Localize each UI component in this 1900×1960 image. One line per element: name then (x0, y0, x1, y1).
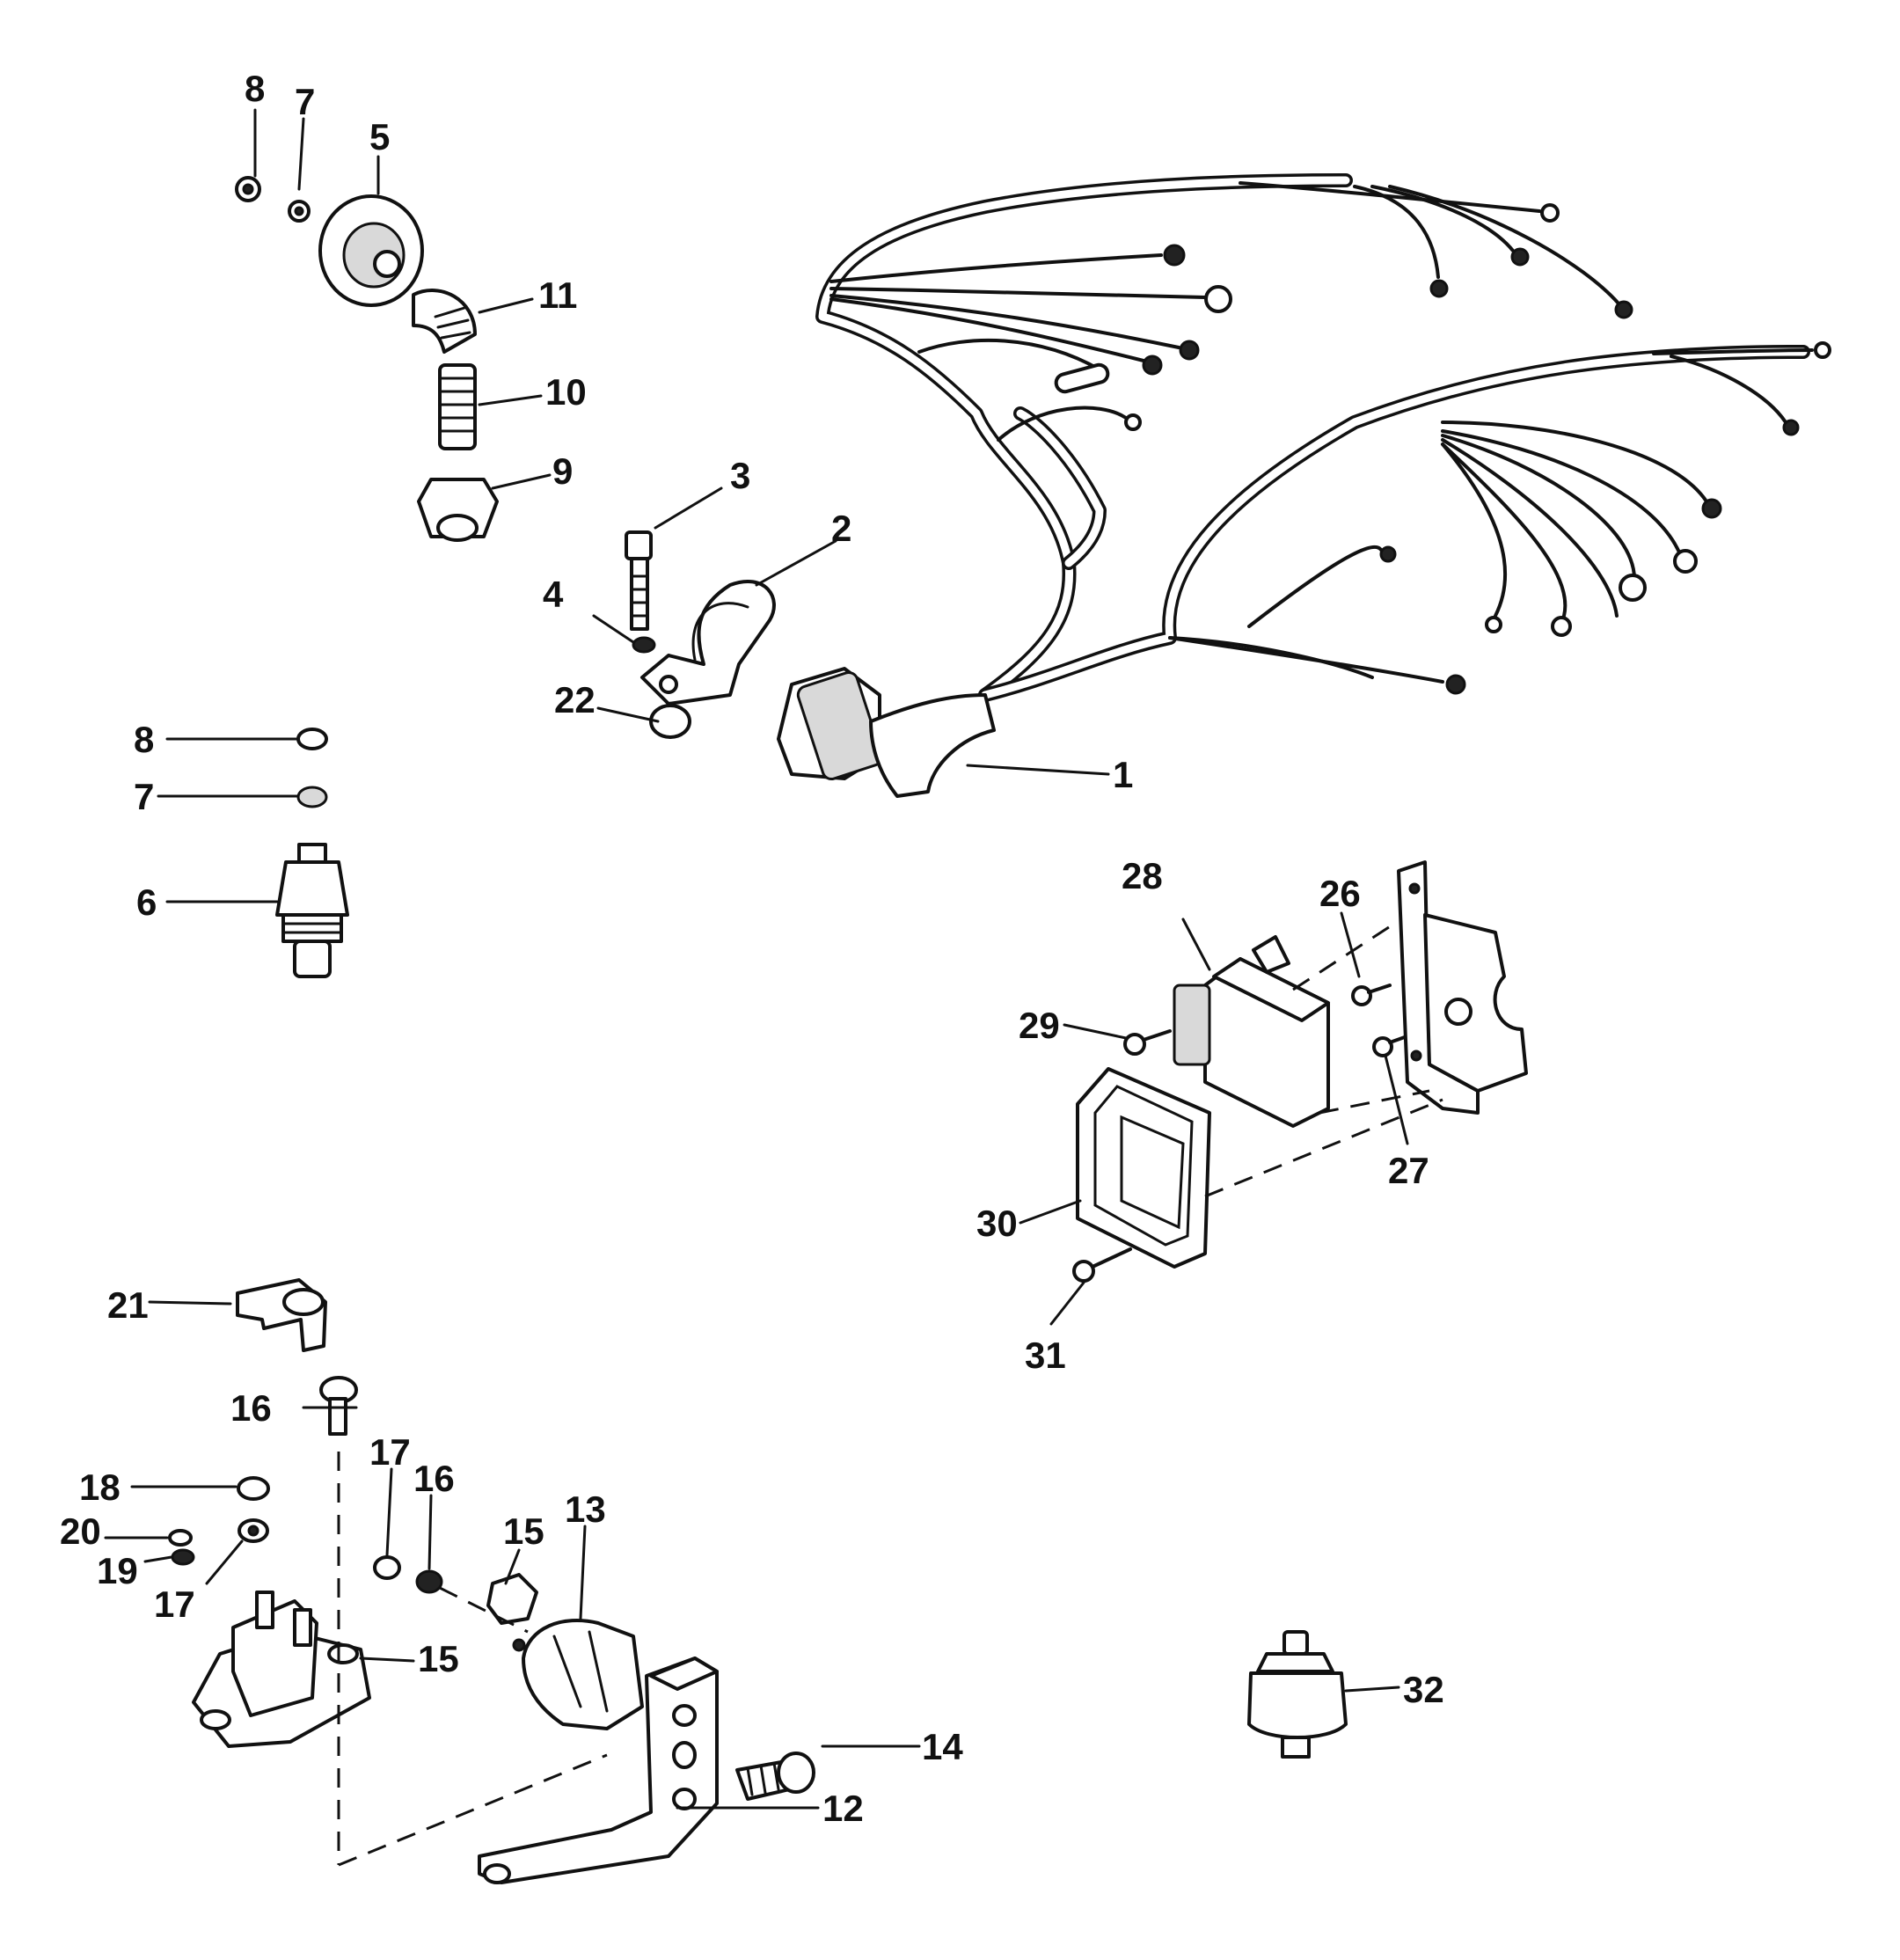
part-30-base-plate (1076, 1067, 1211, 1269)
callout-1: 1 (1113, 754, 1133, 795)
part-19-spring (171, 1548, 195, 1566)
part-26-screw (1351, 984, 1392, 1006)
callout-17-top: 17 (369, 1431, 411, 1473)
part-7-washer-mid (296, 786, 328, 808)
part-9-adapter (417, 478, 499, 542)
part-7-washer-top (288, 200, 311, 223)
part-8-nut-top (235, 176, 261, 202)
part-14-bolt (735, 1752, 815, 1801)
callout-15-solenoid: 15 (418, 1638, 459, 1679)
callout-3: 3 (730, 455, 750, 496)
callout-10: 10 (545, 371, 587, 413)
callout-19: 19 (97, 1550, 138, 1591)
callout-11: 11 (538, 274, 577, 316)
part-16-screw (319, 1376, 358, 1436)
part-20-washer (168, 1529, 193, 1547)
part-22-nut (649, 704, 691, 739)
part-31-screw (1072, 1247, 1132, 1283)
callout-14: 14 (922, 1726, 963, 1767)
callout-4: 4 (543, 574, 564, 615)
callout-27: 27 (1388, 1150, 1429, 1191)
part-8-nut-mid (296, 728, 328, 750)
callout-8-mid: 8 (134, 719, 154, 760)
part-18-cap (237, 1476, 270, 1501)
callout-7-top: 7 (295, 81, 315, 122)
callout-8-top: 8 (245, 68, 265, 109)
callout-15-top: 15 (503, 1510, 544, 1552)
callout-18: 18 (79, 1466, 121, 1508)
callout-30: 30 (976, 1203, 1018, 1244)
callout-21: 21 (107, 1284, 149, 1326)
callout-16-left: 16 (230, 1387, 272, 1429)
callout-29: 29 (1019, 1005, 1060, 1046)
callout-7-mid: 7 (134, 776, 154, 817)
part-4-washer (632, 636, 656, 654)
callout-6: 6 (136, 881, 157, 923)
part-21-clip (236, 1278, 327, 1352)
callout-17-bottom: 17 (154, 1583, 195, 1625)
leader-lines (104, 108, 1409, 1810)
part-2-clamp (640, 579, 776, 706)
part-28-module (1173, 935, 1330, 1128)
part-17-washer (238, 1518, 269, 1543)
part-29-screw (1123, 1029, 1172, 1056)
part-16-washer-right (415, 1569, 443, 1594)
module-dashed-lines (1204, 922, 1443, 1198)
callout-32: 32 (1403, 1669, 1444, 1710)
solenoid-dashed-lines (337, 1452, 608, 1867)
callout-26: 26 (1319, 873, 1361, 914)
callout-28: 28 (1122, 855, 1163, 896)
callout-5: 5 (369, 116, 390, 157)
callout-31: 31 (1025, 1335, 1066, 1376)
callout-labels: 1 2 3 4 5 6 7 7 8 8 9 10 11 12 13 14 15 … (60, 68, 1444, 1829)
callout-2: 2 (831, 508, 851, 549)
part-32-sensor (1247, 1630, 1348, 1759)
module-bracket (1397, 860, 1528, 1115)
callout-12: 12 (822, 1788, 864, 1829)
part-10-nipple (438, 363, 477, 450)
part-6-switch (275, 843, 349, 978)
callout-16-right: 16 (413, 1458, 455, 1499)
part-5-sender (318, 194, 424, 307)
part-13-switch (512, 1618, 644, 1730)
part-17-nut-right (373, 1555, 401, 1580)
part-15-solenoid-left (192, 1591, 371, 1748)
part-15-nut-right (486, 1573, 538, 1625)
wiring-harness (777, 173, 1831, 798)
callout-13: 13 (565, 1488, 606, 1530)
callout-22: 22 (554, 679, 596, 720)
callout-9: 9 (552, 450, 573, 492)
part-11-elbow (412, 289, 477, 354)
part-3-bolt (625, 530, 653, 631)
callout-20: 20 (60, 1510, 101, 1552)
